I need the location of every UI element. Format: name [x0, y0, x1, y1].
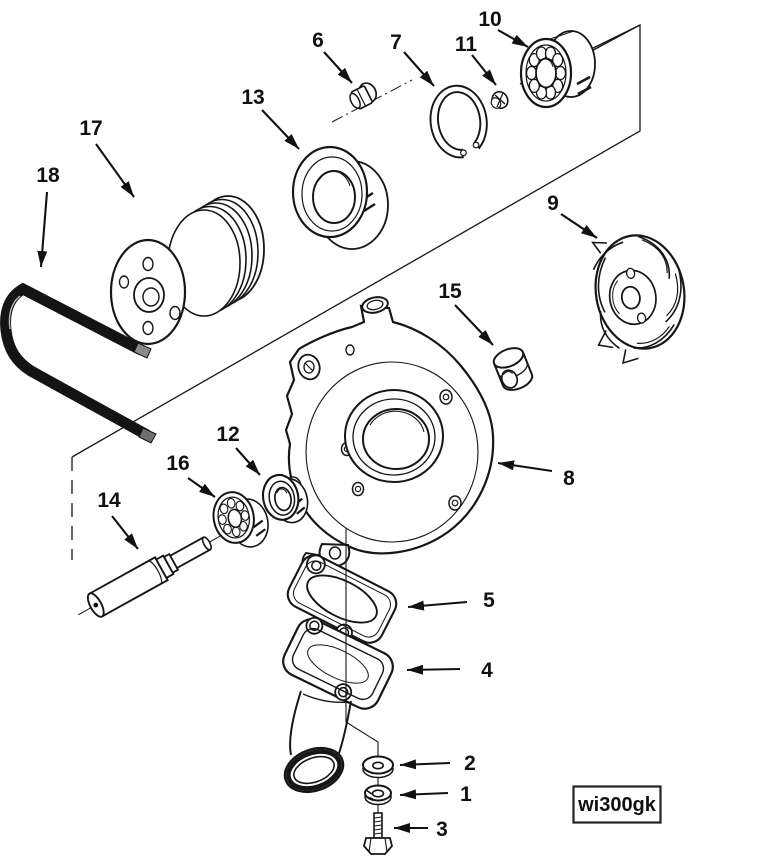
part-11-screw — [490, 90, 509, 110]
callout-6: 6 — [312, 29, 324, 52]
callout-7: 7 — [390, 31, 402, 54]
callout-12: 12 — [216, 423, 239, 446]
leader-arrow-18 — [37, 191, 49, 268]
leader-arrow-16 — [187, 477, 216, 498]
part-2-washer — [362, 755, 394, 779]
leader-arrow-5 — [407, 600, 468, 611]
callout-16: 16 — [166, 452, 189, 475]
leader-arrow-12 — [235, 447, 261, 476]
callout-5: 5 — [483, 589, 495, 612]
callout-17: 17 — [79, 117, 102, 140]
leader-arrow-2 — [399, 759, 451, 770]
leader-arrow-1 — [399, 789, 449, 800]
part-16-bearing — [212, 491, 269, 548]
callout-9: 9 — [547, 192, 559, 215]
part-14-shaft — [78, 534, 222, 618]
leader-arrow-10 — [497, 29, 529, 48]
callout-14: 14 — [97, 489, 121, 512]
part-7-snap-ring — [429, 84, 488, 159]
callout-15: 15 — [438, 280, 462, 303]
leader-arrow-11 — [471, 54, 497, 86]
part-9-impeller — [591, 234, 686, 365]
leader-arrow-8 — [497, 460, 553, 473]
part-1-lock-washer — [364, 784, 392, 806]
callout-18: 18 — [36, 164, 60, 187]
callout-4: 4 — [481, 659, 493, 682]
part-8-housing — [284, 296, 495, 570]
leader-arrow-7 — [403, 51, 435, 87]
leader-arrow-9 — [560, 213, 598, 239]
callout-2: 2 — [464, 752, 476, 775]
part-15-plug — [492, 347, 534, 391]
figure-code-box: wi300gk — [572, 785, 662, 824]
leader-arrow-17 — [95, 143, 135, 198]
figure-code-label: wi300gk — [577, 794, 657, 816]
leader-arrow-14 — [111, 515, 139, 550]
callout-10: 10 — [478, 8, 501, 31]
part-6-fitting — [331, 79, 413, 123]
leader-arrow-15 — [454, 304, 494, 346]
leader-arrow-6 — [323, 51, 353, 84]
leader-arrows — [37, 29, 598, 833]
callout-13: 13 — [241, 86, 264, 109]
callout-labels: 1 2 3 4 5 6 7 8 9 10 11 12 13 14 15 16 1… — [36, 8, 575, 841]
part-18-belt — [0, 282, 157, 444]
part-10-bearing — [519, 30, 596, 109]
part-12-seal — [261, 473, 309, 524]
part-13-bearing — [291, 145, 389, 250]
callout-8: 8 — [563, 467, 575, 490]
part-3-bolt — [363, 812, 393, 855]
part-17-pulley — [109, 195, 265, 346]
leader-arrow-4 — [406, 664, 461, 675]
leader-arrow-13 — [261, 109, 300, 150]
part-4-inlet-pipe — [282, 616, 394, 794]
callout-3: 3 — [436, 818, 448, 841]
callout-11: 11 — [455, 33, 478, 56]
callout-1: 1 — [460, 783, 472, 806]
